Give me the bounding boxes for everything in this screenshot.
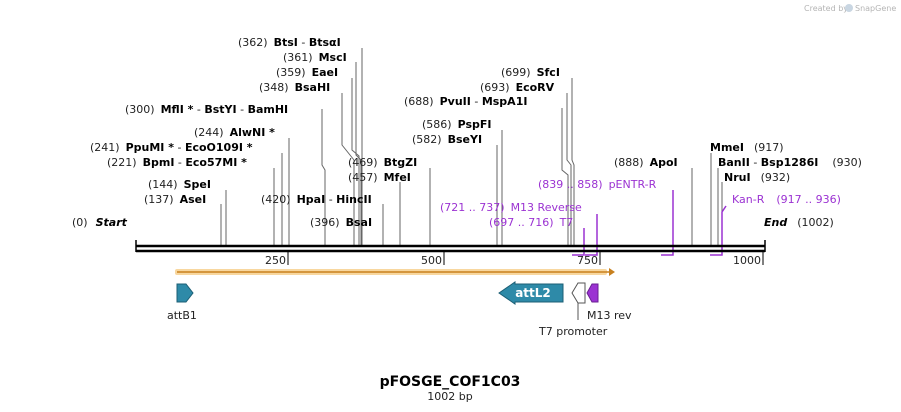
watermark-prefix: Created by <box>804 4 848 13</box>
enzyme-bseyi: (582)BseYI <box>412 133 482 146</box>
primer-t7-mark <box>572 228 585 256</box>
enzyme-alwni: (244)AlwNI * <box>194 126 275 139</box>
enzyme-labels: (362)BtsI - BtsαI (361)MscI (359)EaeI (3… <box>90 36 862 229</box>
enzyme-ppumi: (241)PpuMI * - EcoO109I * <box>90 141 253 154</box>
pos: (362) <box>238 36 268 49</box>
backbone <box>135 240 766 253</box>
snapgene-logo-icon <box>845 4 853 12</box>
primer-m13-reverse-mark <box>585 214 598 256</box>
enzyme-msci: (361)MscI <box>283 51 347 64</box>
primer-pentr-r: (839 .. 858)pENTR-R <box>538 178 657 191</box>
map-length: 1002 bp <box>427 390 472 403</box>
feature-t7-promoter-arrow <box>571 282 586 304</box>
enzyme-spei: (144)SpeI <box>148 178 211 191</box>
enzyme-bpmi: (221)BpmI - Eco57MI * <box>107 156 247 169</box>
orf-band <box>175 268 615 276</box>
enzyme-btgzi: (469)BtgZI <box>348 156 417 169</box>
feature-attb1-label: attB1 <box>167 309 197 322</box>
feature-m13-rev-arrow <box>586 283 599 303</box>
feature-m13-rev-label: M13 rev <box>587 309 632 322</box>
feature-attb1-arrow <box>176 283 194 303</box>
start-label: (0)Start <box>72 216 128 229</box>
enzyme-bsahi: (348)BsaHI <box>259 81 330 94</box>
enzyme-mmei: MmeI(917) <box>710 141 784 154</box>
end-label: End(1002) <box>764 216 834 229</box>
primer-labels: (839 .. 858)pENTR-R (721 .. 737)M13 Reve… <box>440 178 841 229</box>
feature-attl2-arrow <box>498 281 564 305</box>
enzyme-banii: BanII - Bsp1286I(930) <box>718 156 862 169</box>
ruler-label-500: 500 <box>421 254 442 267</box>
primer-kan-r-mark <box>710 205 727 256</box>
connector-eaei <box>351 78 360 245</box>
features: attB1 attL2 T7 promoter M13 rev <box>167 281 632 338</box>
primer-pentr-r-mark <box>661 190 674 256</box>
ruler-label-250: 250 <box>265 254 286 267</box>
primer-t7: (697 .. 716)T7 <box>489 216 573 229</box>
enzyme-pvuii: (688)PvuII - MspA1I <box>404 95 527 108</box>
feature-t7-promoter-label: T7 promoter <box>538 325 608 338</box>
enzyme-bsai: (396)BsaI <box>310 216 372 229</box>
enzyme-ecorv: (693)EcoRV <box>480 81 555 94</box>
enzyme-apoi: (888)ApoI <box>614 156 678 169</box>
snapgene-watermark: Created by SnapGene <box>804 4 896 13</box>
primer-m13-reverse: (721 .. 737)M13 Reverse <box>440 201 582 214</box>
enzyme-name: BtsI <box>274 36 298 49</box>
watermark-brand: SnapGene <box>855 4 896 13</box>
enzyme-name: BtsαI <box>309 36 341 49</box>
enzyme-sfci: (699)SfcI <box>501 66 560 79</box>
connector-pvuii <box>561 108 569 245</box>
enzyme-bamhi: (300)MflI * - BstYI - BamHI <box>125 103 288 116</box>
primer-kan-r: Kan-R(917 .. 936) <box>732 193 841 206</box>
connector-ecorv <box>566 93 572 245</box>
map-title: pFOSGE_COF1C03 <box>380 374 521 390</box>
enzyme-btsi: (362)BtsI - BtsαI <box>238 36 341 49</box>
enzyme-eaei: (359)EaeI <box>276 66 338 79</box>
ruler: 250 500 750 1000 <box>265 251 764 267</box>
enzyme-mfei: (457)MfeI <box>348 171 411 184</box>
connector-bsahi <box>341 93 355 245</box>
enzyme-nrui: NruI(932) <box>724 171 790 184</box>
connector-bamhi <box>321 109 326 245</box>
ruler-label-1000: 1000 <box>733 254 761 267</box>
connector-sfci <box>571 78 575 245</box>
feature-attl2-label: attL2 <box>515 286 551 300</box>
enzyme-pspfi: (586)PspFI <box>422 118 492 131</box>
primer-marks <box>572 190 727 256</box>
enzyme-asei: (137)AseI <box>144 193 206 206</box>
enzyme-hpai: (420)HpaI - HincII <box>261 193 372 206</box>
ruler-label-750: 750 <box>577 254 598 267</box>
